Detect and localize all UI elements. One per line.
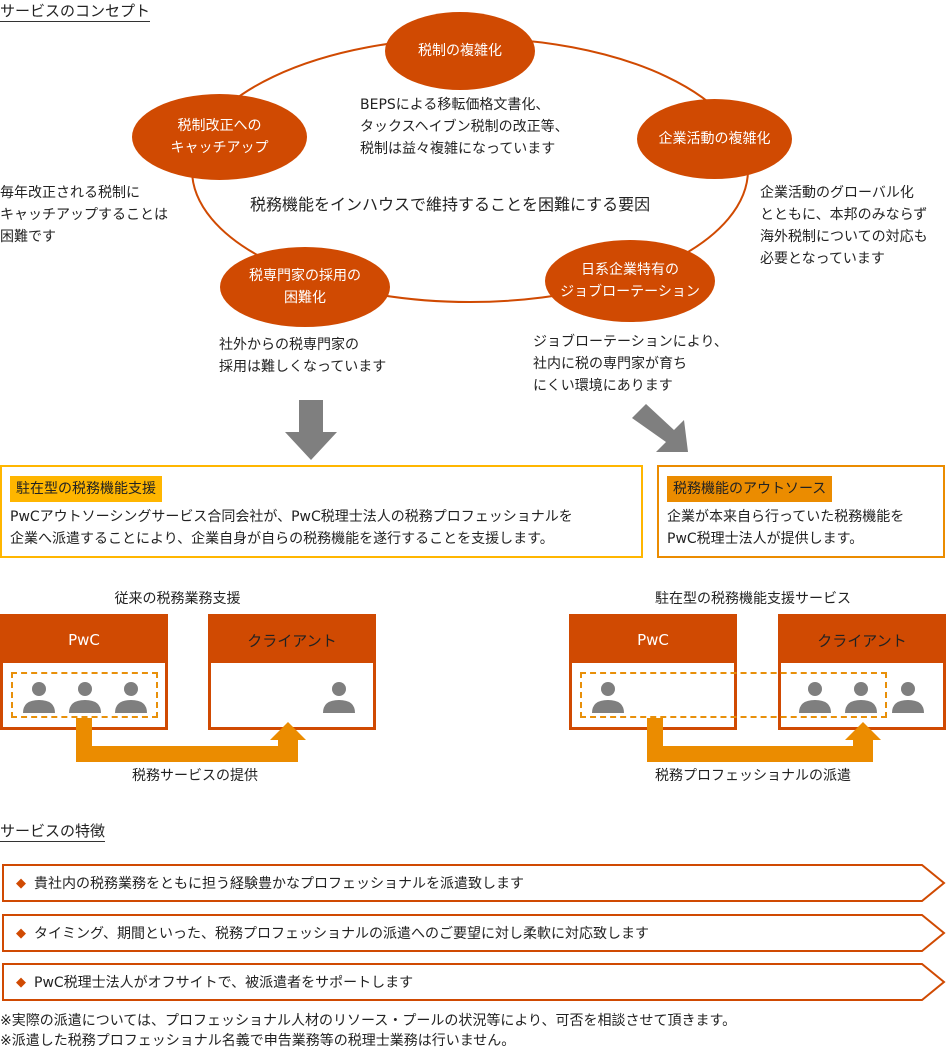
feature-text: 貴社内の税務業務をともに担う経験豊かなプロフェッショナルを派遣致します (34, 876, 524, 892)
solution-onsite-box: 駐在型の税務機能支援 PwCアウトソーシングサービス合同会社が、PwC税理士法人… (0, 465, 643, 558)
diamond-icon: ◆ (16, 925, 26, 941)
traditional-pwc-label: PwC (3, 617, 165, 663)
diamond-icon: ◆ (16, 974, 26, 990)
solution-outsource-body: 企業が本来自ら行っていた税務機能を PwC税理士法人が提供します。 (667, 509, 905, 547)
dispatch-flow-arrow-icon (647, 718, 881, 762)
onsite-pwc-label: PwC (572, 617, 734, 663)
concept-heading: サービスのコンセプト (0, 2, 151, 22)
traditional-client-label: クライアント (211, 617, 373, 663)
chevron-frame (2, 864, 946, 902)
factor-tax-complexity-desc: BEPSによる移転価格文書化、 タックスヘイブン税制の改正等、 税制は益々複雑に… (360, 97, 569, 157)
chevron-frame (2, 963, 946, 1001)
traditional-flow-caption: 税務サービスの提供 (132, 768, 258, 784)
feature-item: ◆ タイミング、期間といった、税務プロフェッショナルの派遣へのご要望に対し柔軟に対… (2, 914, 946, 952)
factor-catch-up-desc: 毎年改正される税制に キャッチアップすることは 困難です (0, 185, 168, 245)
diagonal-arrow-icon (632, 404, 688, 452)
feature-text: タイミング、期間といった、税務プロフェッショナルの派遣へのご要望に対し柔軟に対応… (34, 926, 650, 942)
chevron-frame (2, 914, 946, 952)
onsite-client-label: クライアント (781, 617, 943, 663)
factor-job-rotation: 日系企業特有の ジョブローテーション (545, 240, 715, 322)
solution-outsource-box: 税務機能のアウトソース 企業が本来自ら行っていた税務機能を PwC税理士法人が提… (657, 465, 945, 558)
factor-business-complexity: 企業活動の複雑化 (637, 99, 792, 179)
down-arrow-icon (285, 400, 337, 460)
solution-outsource-tag: 税務機能のアウトソース (667, 476, 833, 502)
traditional-client-box: クライアント (208, 614, 376, 730)
onsite-service-title: 駐在型の税務機能支援サービス (655, 591, 851, 607)
person-icon (892, 682, 924, 713)
person-icon (23, 682, 55, 713)
solution-onsite-body: PwCアウトソーシングサービス合同会社が、PwC税理士法人の税務プロフェッショナ… (10, 509, 573, 547)
footnote: ※実際の派遣については、プロフェッショナル人材のリソース・プールの状況等により、… (0, 1013, 737, 1029)
person-icon (799, 682, 831, 713)
feature-item: ◆ PwC税理士法人がオフサイトで、被派遣者をサポートします (2, 963, 946, 1001)
feature-text: PwC税理士法人がオフサイトで、被派遣者をサポートします (34, 975, 414, 991)
features-heading: サービスの特徴 (0, 822, 106, 842)
person-icon (323, 682, 355, 713)
person-icon (845, 682, 877, 713)
factor-business-complexity-desc: 企業活動のグローバル化 とともに、本邦のみならず 海外税制についての対応も 必要… (760, 185, 928, 267)
solution-onsite-tag: 駐在型の税務機能支援 (10, 476, 162, 502)
footnote: ※派遣した税務プロフェッショナル名義で申告業務等の税理士業務は行いません。 (0, 1033, 516, 1049)
factor-catch-up: 税制改正への キャッチアップ (132, 94, 307, 180)
factor-hiring-difficulty-desc: 社外からの税専門家の 採用は難しくなっています (219, 337, 387, 375)
diamond-icon: ◆ (16, 875, 26, 891)
factor-job-rotation-desc: ジョブローテーションにより、 社内に税の専門家が育ち にくい環境にあります (533, 334, 728, 394)
factor-tax-complexity: 税制の複雑化 (385, 12, 535, 90)
traditional-support-title: 従来の税務業務支援 (114, 591, 241, 607)
onsite-flow-caption: 税務プロフェッショナルの派遣 (655, 768, 851, 784)
center-label: 税務機能をインハウスで維持することを困難にする要因 (250, 195, 651, 214)
traditional-team-group (11, 672, 158, 718)
person-icon (592, 682, 624, 713)
person-icon (69, 682, 101, 713)
onsite-team-group (580, 672, 887, 718)
feature-item: ◆ 貴社内の税務業務をともに担う経験豊かなプロフェッショナルを派遣致します (2, 864, 946, 902)
service-flow-arrow-icon (76, 718, 306, 762)
person-icon (115, 682, 147, 713)
factor-hiring-difficulty: 税専門家の採用の 困難化 (220, 247, 390, 327)
